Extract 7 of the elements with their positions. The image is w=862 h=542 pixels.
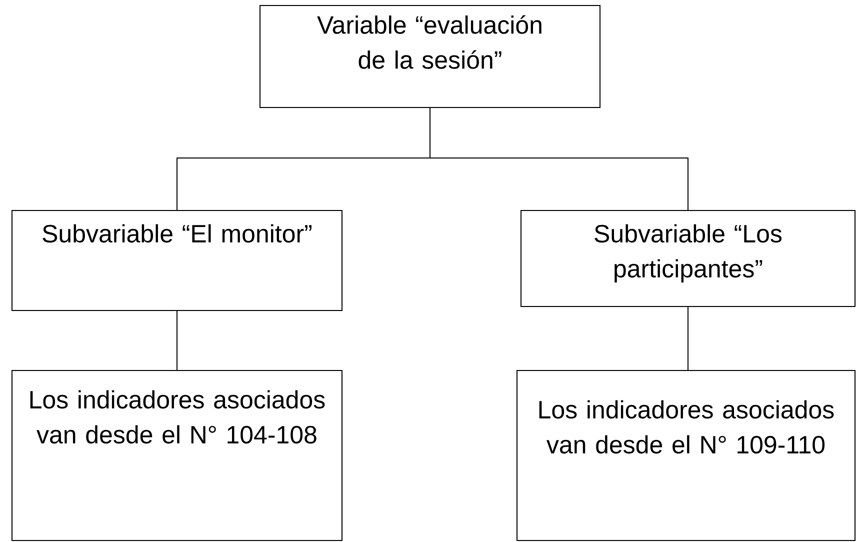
box: Los indicadores asociados van desde el N° 109-110 bbox=[516, 370, 856, 541]
box: Subvariable “El monitor” bbox=[12, 210, 342, 311]
box: Subvariable “Los participantes” bbox=[520, 210, 856, 307]
box: Variable “evaluación de la sesión” bbox=[260, 5, 600, 108]
box: Los indicadores asociados van desde el N° 104-108 bbox=[12, 370, 342, 541]
connector-line bbox=[176, 310, 178, 370]
connector-line bbox=[430, 108, 688, 210]
